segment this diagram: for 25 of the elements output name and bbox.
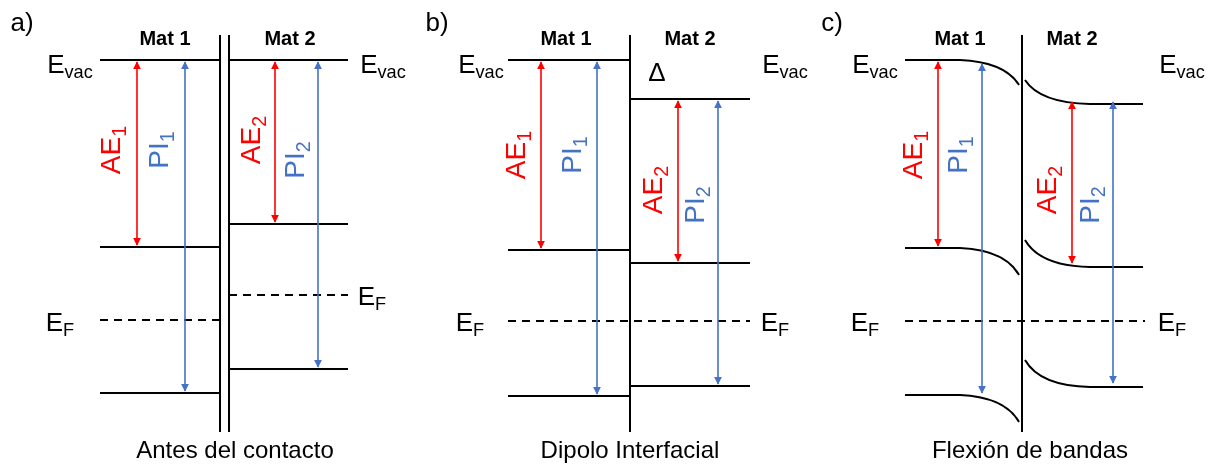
dipole-label: Δ xyxy=(648,59,666,85)
panel-label: c) xyxy=(821,9,843,35)
panel-label: b) xyxy=(425,9,449,35)
energy-level-label: E$_{vac}$ xyxy=(360,50,406,82)
energy-level-label: E$_{F}$ xyxy=(455,308,485,340)
material-label: Mat 1 xyxy=(139,28,191,48)
energy-level-label: E$_{vac}$ xyxy=(47,50,93,82)
energy-level-label: E$_{vac}$ xyxy=(762,50,808,82)
energy-level-label: E$_{vac}$ xyxy=(1159,50,1205,82)
material-label: Mat 1 xyxy=(934,28,986,48)
panel-label: a) xyxy=(10,9,34,35)
energy-level-label: E$_{F}$ xyxy=(760,308,790,340)
energy-level-label: E$_{vac}$ xyxy=(458,50,504,82)
energy-level-label: E$_{F}$ xyxy=(357,282,387,314)
material-label: Mat 1 xyxy=(540,28,592,48)
energy-level-label: E$_{F}$ xyxy=(45,308,75,340)
material-label: Mat 2 xyxy=(664,28,716,48)
material-label: Mat 2 xyxy=(1046,28,1098,48)
caption: Dipolo Interfacial xyxy=(540,438,720,462)
energy-level-label: E$_{F}$ xyxy=(1157,308,1187,340)
energy-level-label: E$_{F}$ xyxy=(850,308,880,340)
caption: Flexión de bandas xyxy=(931,438,1129,462)
energy-level-label: E$_{vac}$ xyxy=(852,50,898,82)
caption: Antes del contacto xyxy=(136,438,334,462)
material-label: Mat 2 xyxy=(264,28,316,48)
